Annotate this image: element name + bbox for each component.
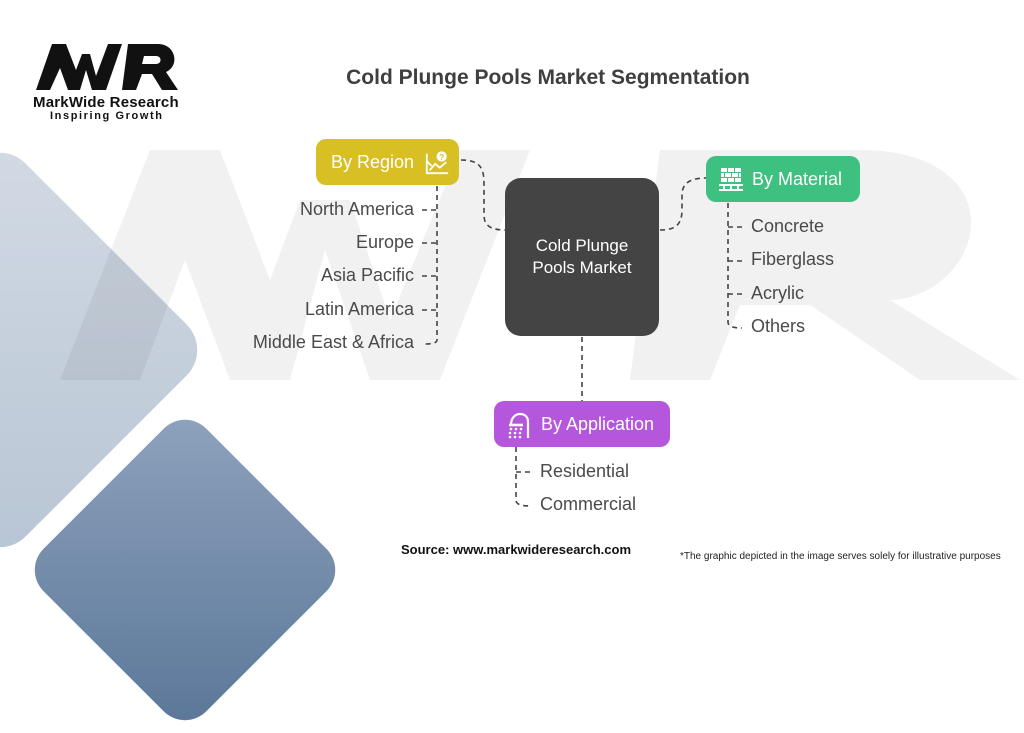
- center-node-label: Cold Plunge Pools Market: [532, 236, 632, 277]
- shower-icon: [507, 411, 533, 439]
- region-item: Latin America: [304, 299, 414, 319]
- material-item: Acrylic: [751, 283, 804, 303]
- region-item: Europe: [355, 232, 414, 252]
- region-item: North America: [299, 199, 414, 219]
- region-item: Middle East & Africa: [252, 332, 414, 352]
- connector-lines: [422, 159, 745, 507]
- application-item: Commercial: [540, 494, 637, 514]
- region-item: Asia Pacific: [320, 265, 414, 285]
- material-item: Fiberglass: [751, 249, 835, 269]
- material-item: Others: [751, 316, 806, 336]
- segment-by-region: By Region ?: [316, 139, 459, 185]
- segment-by-application: By Application: [494, 401, 670, 447]
- svg-text:?: ?: [439, 152, 444, 162]
- chart-question-icon: ?: [424, 149, 450, 175]
- material-item: Concrete: [751, 216, 825, 236]
- brand-name: MarkWide Research: [33, 94, 179, 111]
- segment-label: By Material: [752, 168, 843, 189]
- segment-by-material: By Material: [706, 156, 860, 202]
- brand-tagline: Inspiring Growth: [50, 110, 164, 122]
- logo-mark-icon: [36, 44, 178, 90]
- source-credit: Source: www.markwideresearch.com: [401, 542, 632, 557]
- segment-label: By Application: [541, 413, 655, 434]
- center-node: Cold Plunge Pools Market: [505, 178, 659, 336]
- disclaimer-note: *The graphic depicted in the image serve…: [680, 551, 1001, 562]
- brand-logo: MarkWide Research Inspiring Growth: [30, 40, 190, 122]
- page-title: Cold Plunge Pools Market Segmentation: [346, 66, 750, 89]
- brick-wall-icon: [718, 166, 744, 192]
- segment-label: By Region: [331, 151, 415, 172]
- application-item: Residential: [540, 461, 630, 481]
